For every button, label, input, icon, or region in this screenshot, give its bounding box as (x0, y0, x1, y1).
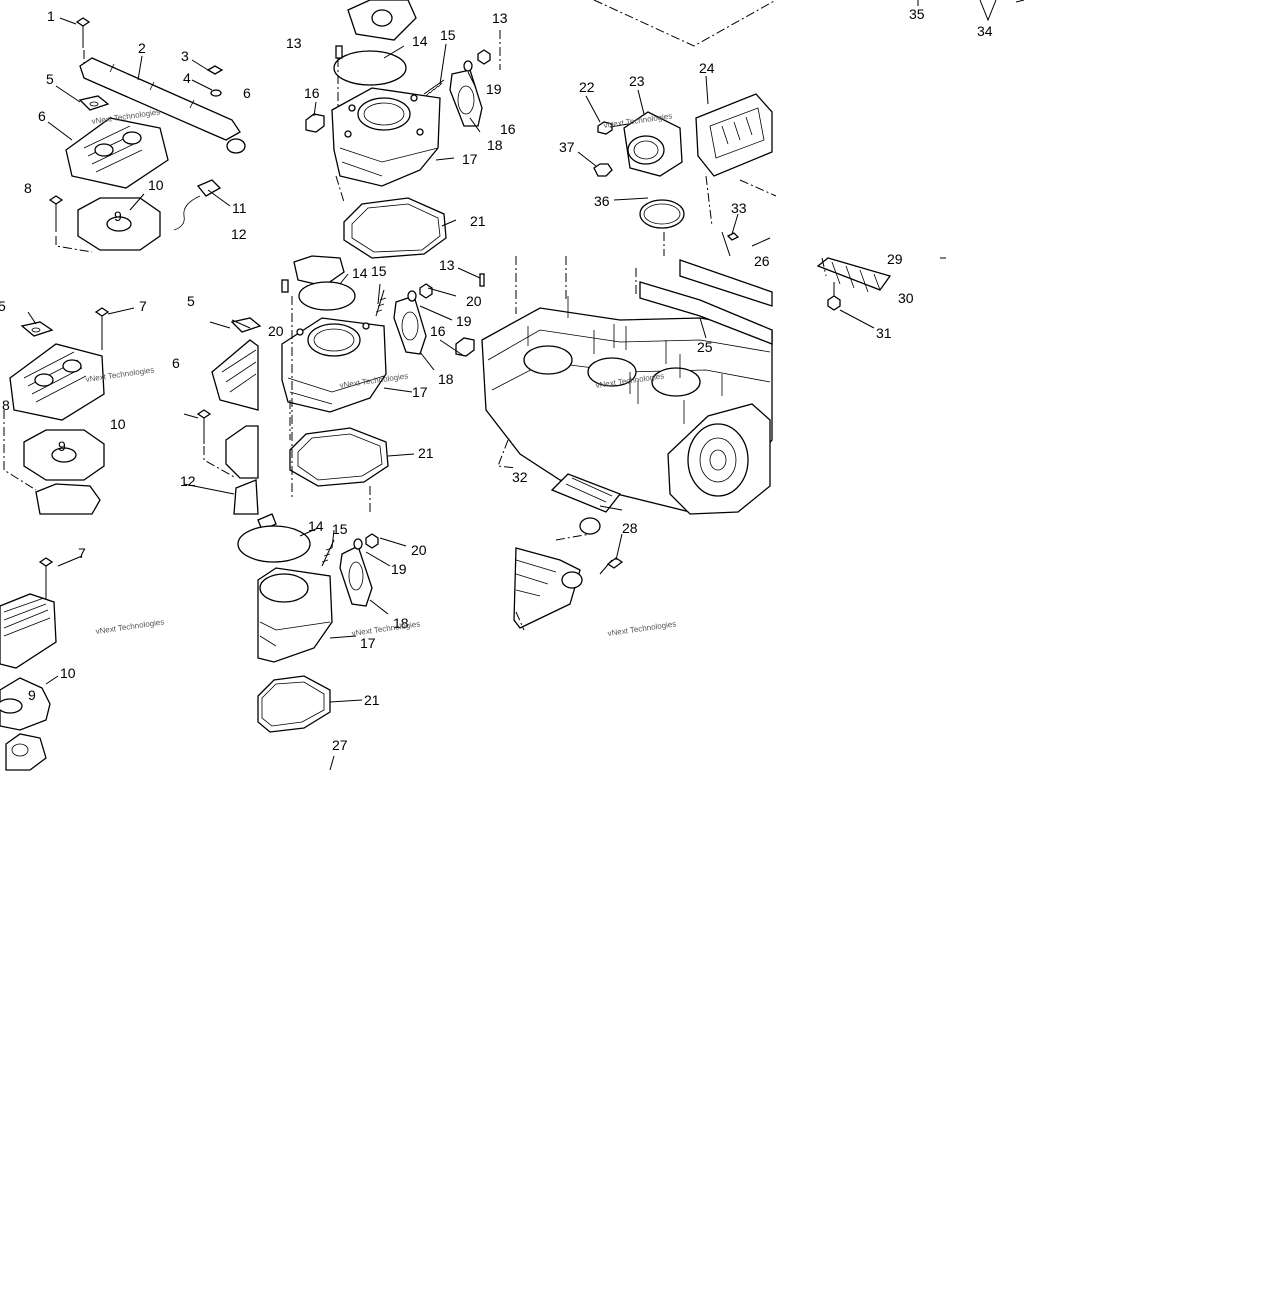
watermark: vNext Technologies (95, 617, 165, 636)
callout-number: 19 (486, 81, 502, 97)
callout-number: 14 (308, 518, 324, 534)
callout-number: 19 (391, 561, 407, 577)
callout-numbers-row-1-right: 22 23 24 37 36 33 35 34 (559, 6, 993, 216)
callout-number: 10 (110, 416, 126, 432)
watermark: vNext Technologies (351, 619, 421, 638)
callout-number: 13 (439, 257, 455, 273)
callout-number: 18 (487, 137, 503, 153)
callout-number: 33 (731, 200, 747, 216)
callout-number: 14 (412, 33, 428, 49)
cylinder-assembly-top (305, 0, 501, 259)
callout-numbers-row-2: 5 7 6 8 10 9 12 20 5 14 15 13 20 19 16 1… (0, 251, 914, 489)
callout-number: 29 (887, 251, 903, 267)
cylinder-assembly-bottom (237, 513, 379, 771)
cylinder-head-pair (3, 307, 262, 515)
callout-number: 20 (268, 323, 284, 339)
top-right-fragment (917, 0, 1025, 22)
callout-number: 37 (559, 139, 575, 155)
callout-number: 16 (430, 323, 446, 339)
callout-number: 1 (47, 8, 55, 24)
callout-number: 24 (699, 60, 715, 76)
intake-adapter-drawing (593, 0, 777, 257)
callout-number: 4 (183, 70, 191, 86)
callout-number: 5 (0, 298, 6, 314)
callout-number: 23 (629, 73, 645, 89)
callout-number: 32 (512, 469, 528, 485)
coolant-manifold-drawing (48, 17, 246, 253)
callout-number: 15 (332, 521, 348, 537)
callout-number: 12 (180, 473, 196, 489)
callout-number: 17 (412, 384, 428, 400)
callout-number: 7 (139, 298, 147, 314)
callout-number: 18 (438, 371, 454, 387)
callout-number: 5 (187, 293, 195, 309)
callout-number: 11 (232, 200, 247, 216)
callout-number: 9 (114, 208, 122, 224)
callout-number: 30 (898, 290, 914, 306)
callout-number: 20 (411, 542, 427, 558)
callout-number: 2 (138, 40, 146, 56)
callout-number: 10 (60, 665, 76, 681)
callout-number: 10 (148, 177, 164, 193)
callout-number: 15 (371, 263, 387, 279)
callout-number: 28 (622, 520, 638, 536)
callout-leader-lines (27, 17, 881, 703)
callout-number: 13 (286, 35, 302, 51)
callout-number: 8 (24, 180, 32, 196)
callout-number: 17 (462, 151, 478, 167)
callout-number: 19 (456, 313, 472, 329)
callout-number: 15 (440, 27, 456, 43)
callout-number: 3 (181, 48, 189, 64)
callout-number: 35 (909, 6, 925, 22)
exhaust-manifold-fragment (513, 517, 624, 631)
callout-number: 12 (231, 226, 247, 242)
callout-number: 26 (754, 253, 770, 269)
watermark: vNext Technologies (607, 619, 677, 638)
callout-number: 25 (697, 339, 713, 355)
callout-number: 21 (470, 213, 486, 229)
callout-number: 20 (466, 293, 482, 309)
callout-number: 17 (360, 635, 376, 651)
callout-numbers-row-1: 1 2 3 4 5 6 6 8 10 9 11 12 13 14 15 16 1… (24, 8, 516, 242)
cylinder-head-bottom (0, 557, 57, 771)
callout-number: 9 (28, 687, 36, 703)
callout-number: 18 (393, 615, 409, 631)
callout-number: 7 (78, 545, 86, 561)
callout-number: 16 (500, 121, 516, 137)
callout-number: 22 (579, 79, 595, 95)
callout-number: 8 (2, 397, 10, 413)
callout-number: 27 (332, 737, 348, 753)
cylinder-assembly-middle (281, 255, 433, 514)
callout-number: 36 (594, 193, 610, 209)
callout-number: 5 (46, 71, 54, 87)
callout-number: 9 (58, 438, 66, 454)
callout-number: 14 (352, 265, 368, 281)
crankcase-drawing (455, 256, 773, 515)
callout-number: 16 (304, 85, 320, 101)
reed-petal-drawing (816, 257, 946, 311)
callout-number: 21 (364, 692, 380, 708)
callout-number: 6 (172, 355, 180, 371)
callout-number: 31 (876, 325, 892, 341)
callout-number: 13 (492, 10, 508, 26)
callout-number: 34 (977, 23, 993, 39)
callout-number: 6 (243, 85, 251, 101)
callout-number: 6 (38, 108, 46, 124)
callout-number: 21 (418, 445, 434, 461)
callout-numbers-row-3: 7 10 9 14 15 20 19 18 17 21 27 28 (28, 518, 638, 753)
